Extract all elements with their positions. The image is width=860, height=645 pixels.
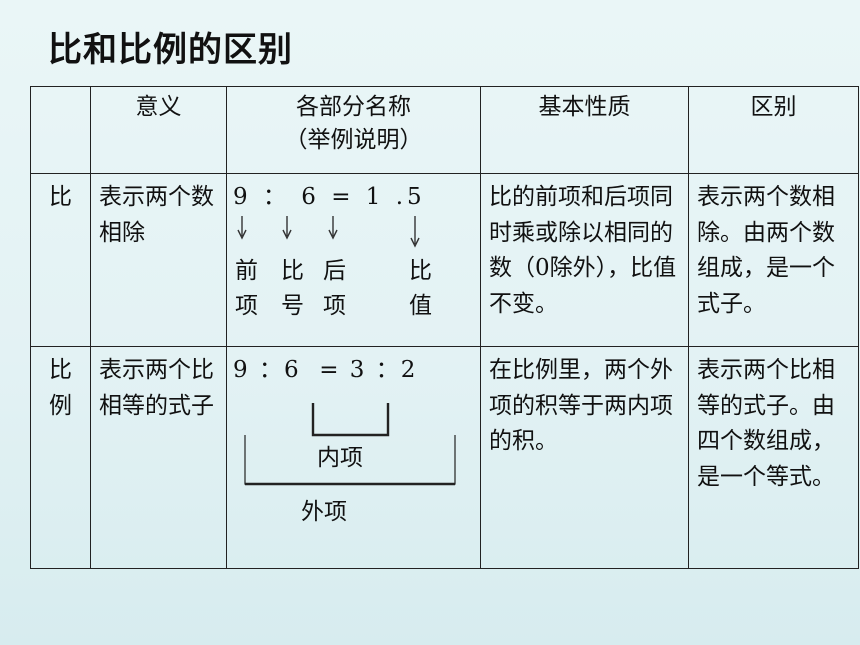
comparison-table: 意义 各部分名称 （举例说明） 基本性质 区别 比 表示两个数相除 9 ： 6 … (30, 86, 859, 569)
header-parts-line1: 各部分名称 (296, 94, 411, 120)
header-parts-line2: （举例说明） (284, 127, 423, 154)
page-title: 比和比例的区别 (48, 30, 293, 70)
proportion-equation-right: = 3 ：2 (319, 357, 418, 383)
part-first-label: 前项 (235, 258, 258, 319)
header-blank (30, 86, 91, 174)
proportion-parts-diagram: 9 ：6 = 3 ：2 内项 外项 (226, 346, 481, 569)
ratio-equation: 9 ： 6 = 1 .5 (233, 184, 426, 210)
ratio-difference: 表示两个数相除。由两个数组成，是一个式子。 (688, 173, 859, 347)
ratio-parts-diagram: 9 ： 6 = 1 .5 前项 比号 后项 比值 (226, 173, 481, 347)
proportion-row-label: 比例 (30, 346, 91, 569)
inner-bracket (311, 403, 390, 437)
proportion-equation-left: 9 ：6 (233, 357, 301, 383)
header-difference: 区别 (688, 86, 859, 174)
proportion-brackets (244, 403, 456, 486)
proportion-difference: 表示两个比相等的式子。由四个数组成，是一个等式。 (688, 346, 859, 569)
part-value-label: 比值 (409, 258, 432, 319)
inner-terms-label: 内项 (317, 445, 363, 471)
header-property: 基本性质 (480, 86, 689, 174)
proportion-row: 比例 表示两个比相等的式子 9 ：6 = 3 ：2 内项 外项 在比例里，两个外… (30, 346, 859, 569)
ratio-row-label: 比 (30, 173, 91, 347)
outer-terms-label: 外项 (301, 499, 347, 525)
header-row: 意义 各部分名称 （举例说明） 基本性质 区别 (30, 86, 859, 174)
ratio-property: 比的前项和后项同时乘或除以相同的数（0除外），比值不变。 (480, 173, 689, 347)
part-second-label: 后项 (323, 258, 346, 319)
part-sign-label: 比号 (281, 258, 304, 319)
header-meaning: 意义 (90, 86, 227, 174)
proportion-equation: 9 ：6 = 3 ：2 (233, 353, 474, 389)
header-parts: 各部分名称 （举例说明） (226, 86, 481, 174)
ratio-row: 比 表示两个数相除 9 ： 6 = 1 .5 前项 比号 后项 比值 比的前项和… (30, 173, 859, 347)
proportion-property: 在比例里，两个外项的积等于两内项的积。 (480, 346, 689, 569)
ratio-arrows (237, 216, 420, 248)
proportion-meaning: 表示两个比相等的式子 (90, 346, 227, 569)
ratio-meaning: 表示两个数相除 (90, 173, 227, 347)
